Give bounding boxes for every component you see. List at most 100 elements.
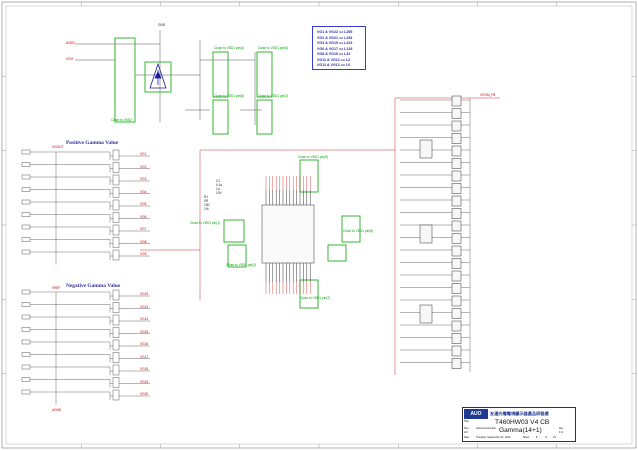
ladder-resistor xyxy=(451,283,462,294)
resistor xyxy=(21,199,31,205)
capacitor xyxy=(112,174,120,186)
gamma-output-label: VG3 xyxy=(140,177,147,181)
res-tolerance: 1% xyxy=(204,207,209,211)
resistor xyxy=(21,302,31,307)
capacitor xyxy=(112,389,120,401)
legend-line: VG8 & VG15 == L32 xyxy=(317,52,351,56)
capacitor xyxy=(112,314,120,326)
cap-voltage: 10V xyxy=(216,191,222,195)
ladder-resistor xyxy=(451,158,462,169)
ladder-resistor xyxy=(451,295,462,307)
gamma-output-label: VG19 xyxy=(140,379,149,384)
resistor xyxy=(21,212,31,217)
ladder-resistor xyxy=(451,170,462,182)
ladder-resistor xyxy=(451,233,462,244)
capacitor xyxy=(112,289,120,301)
gamma-level-legend: VG1 & VG22 == L255 VG2 & VG21 == L254 VG… xyxy=(312,26,366,70)
sheet-name: Gamma(14+1) xyxy=(499,427,542,434)
positive-gamma-heading: Positive Gamma Value xyxy=(66,140,119,146)
net-vgh: VGH xyxy=(66,57,73,61)
ladder-resistor xyxy=(451,120,462,132)
title-label: Title xyxy=(464,420,469,423)
legend-line: VG4 & VG19 == L223 xyxy=(317,41,353,45)
rev-value: 1.0 xyxy=(559,430,564,434)
gamma-output-label: VG2 xyxy=(140,164,147,169)
res-ref: R1 xyxy=(204,195,209,199)
note-close-to-pin: Close to VSS2 xyxy=(111,118,132,122)
legend-line: VG6 & VG17 == L128 xyxy=(317,46,353,51)
ladder-resistor xyxy=(451,108,462,119)
resistor xyxy=(21,174,31,180)
ladder-resistor xyxy=(451,270,462,282)
ladder-resistor xyxy=(451,183,462,194)
ladder-resistor xyxy=(451,95,462,107)
note-close-ic-c: Close to VDD1 pin(8) xyxy=(214,94,245,98)
cap-ref: C1 xyxy=(216,179,221,183)
res-value: 0R xyxy=(204,199,209,203)
ladder-resistor xyxy=(451,258,462,269)
note-close-center-right: Close to VDD1 pin(5) xyxy=(343,229,374,233)
ladder-resistor xyxy=(451,345,462,357)
doc-number-label: Document Number xyxy=(476,427,497,430)
gamma-output-label: VG14 xyxy=(140,317,149,321)
ladder-ic xyxy=(419,304,433,324)
ladder-resistor xyxy=(451,133,462,144)
gamma-output-label: VG17 xyxy=(140,354,149,359)
gamma-output-label: VG9 xyxy=(140,252,147,256)
resistor xyxy=(21,224,31,230)
size-label: Size xyxy=(464,427,469,430)
ladder-ic xyxy=(419,139,433,159)
capacitor xyxy=(112,249,120,261)
gamma-output-label: VG1 xyxy=(140,152,147,156)
ladder-resistor xyxy=(451,220,462,232)
resistor xyxy=(21,289,31,295)
resistor xyxy=(21,352,31,357)
resistor xyxy=(21,339,31,345)
ladder-resistor xyxy=(451,208,462,219)
rev-label: Rev xyxy=(559,427,564,430)
capacitor xyxy=(112,187,120,198)
resistor xyxy=(21,377,31,382)
gamma-output-label: VG12 xyxy=(140,292,149,296)
gamma-output-label: VG8 xyxy=(140,239,147,244)
gamma-output-label: VG16 xyxy=(140,342,149,346)
res-value-2: 10K xyxy=(204,203,210,207)
net-avdd: AVDD xyxy=(66,41,75,45)
gamma-output-label: VG4 xyxy=(140,189,147,194)
size-value: A3 xyxy=(464,430,468,434)
note-close-center-top: Close to VDD1 pin(9) xyxy=(298,155,329,159)
company-name: 友達光電電視顯示器產品研發處 xyxy=(490,411,549,416)
resistor xyxy=(21,162,31,167)
cap-value: 0.1u xyxy=(216,183,223,187)
gamma-ic xyxy=(261,190,315,282)
net-gnd: GND xyxy=(158,23,166,27)
ladder-resistor xyxy=(451,320,462,332)
note-close-center-left: Close to VDD1 pin(1) xyxy=(190,221,221,225)
title-block: AUO 友達光電電視顯示器產品研發處 Title T460HW03 V4 CB … xyxy=(462,407,576,442)
resistor xyxy=(21,389,31,395)
resistor xyxy=(21,237,31,242)
capacitor xyxy=(112,377,120,388)
net-vgout: VGOUT xyxy=(52,145,64,149)
ladder-resistor xyxy=(451,145,462,157)
note-close-ic-a: Close to VDD1 pin(4) xyxy=(214,46,245,50)
resistor xyxy=(21,249,31,255)
note-close-ic-b: Close to VDD1 pin(6) xyxy=(258,46,289,50)
legend-line: VG11 & VG12 == L2 xyxy=(317,57,351,62)
sheet-total: 16 xyxy=(553,436,556,439)
negative-gamma-heading: Negative Gamma Value xyxy=(66,283,121,289)
ladder-resistor xyxy=(451,358,462,369)
resistor xyxy=(21,187,31,192)
net-vref: VREF xyxy=(52,286,61,290)
sheet-number: 8 xyxy=(536,436,538,439)
legend-line: VG2 & VG21 == L254 xyxy=(317,35,353,40)
capacitor xyxy=(112,302,120,313)
date-value: Tuesday, September 21, 2010 xyxy=(476,436,511,439)
gamma-output-label: VG5 xyxy=(140,202,147,206)
gamma-output-label: VG7 xyxy=(140,227,147,231)
legend-line: VG1 & VG22 == L255 xyxy=(317,30,353,34)
gamma-output-label: VG15 xyxy=(140,329,149,334)
ladder-resistor xyxy=(451,333,462,344)
capacitor xyxy=(112,199,120,211)
resistor xyxy=(21,149,31,155)
